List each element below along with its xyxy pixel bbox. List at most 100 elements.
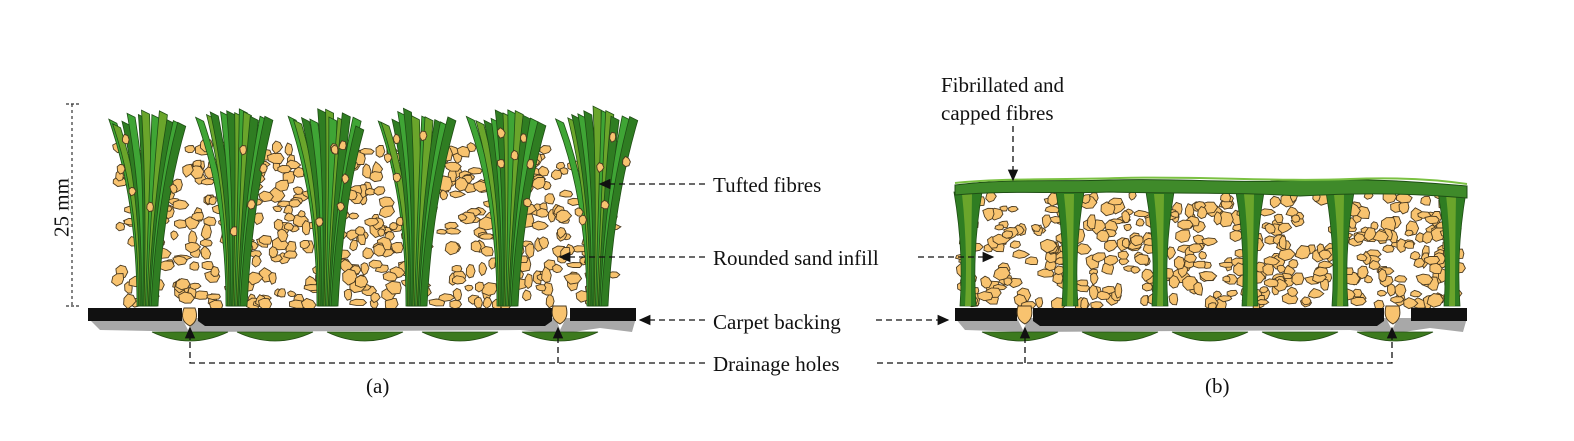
sand-b-grain — [1307, 287, 1325, 299]
fibre-column-highlight — [1244, 194, 1254, 306]
sand-b-grain — [1168, 274, 1181, 289]
sand-a-grain — [184, 241, 202, 254]
dimension-label: 25 mm — [49, 178, 74, 237]
fibre-column-highlight — [1154, 194, 1164, 306]
sand-b-grain — [1277, 222, 1293, 234]
sand-b-grain — [1218, 261, 1234, 268]
sand-b-grain — [1312, 266, 1329, 277]
sand-a-caught — [578, 214, 587, 226]
sand-b-grain — [1370, 221, 1379, 231]
carpet-backing-label: Carpet backing — [713, 310, 841, 334]
sand-b-grain — [1291, 272, 1305, 286]
sand-b-grain — [1076, 243, 1092, 255]
sand-b-grain — [1012, 249, 1031, 259]
sand-b-grain — [1192, 234, 1206, 245]
fibrillated-label-line2: capped fibres — [941, 101, 1054, 125]
sand-a-caught — [496, 127, 506, 139]
sand-a-grain — [544, 193, 556, 205]
drain-plug-b2 — [1384, 305, 1401, 325]
sand-b-grain — [1350, 296, 1367, 307]
sand-a-grain — [189, 261, 200, 271]
sand-b-grain — [1368, 259, 1381, 270]
sand-a-grain — [541, 266, 552, 283]
sand-b-grain — [1123, 223, 1132, 232]
fibre-column-highlight — [1064, 194, 1074, 306]
sand-b-grain — [1404, 229, 1414, 237]
sand-a-grain — [258, 190, 274, 203]
sand-a-grain — [190, 212, 204, 221]
sand-b-grain — [1117, 250, 1130, 260]
sand-b-grain — [1277, 247, 1297, 262]
sand-b-grain — [1286, 286, 1299, 297]
sand-b-grain — [1121, 237, 1130, 248]
sand-b-grain — [1291, 214, 1301, 223]
sand-a-grain — [189, 282, 202, 290]
sand-a-grain — [172, 199, 190, 210]
sand-a-grain — [373, 186, 386, 196]
sand-a-grain — [563, 273, 583, 285]
sand-a-grain — [273, 218, 284, 231]
sand-b-grain — [1201, 237, 1218, 247]
sand-b-grain — [1173, 255, 1186, 270]
sand-b-grain — [1175, 229, 1191, 243]
sand-a-grain — [479, 233, 495, 240]
sand-a-grain — [199, 238, 213, 247]
sand-b-grain — [1423, 255, 1441, 265]
sand-a-grain — [449, 190, 467, 199]
sand-b-grain — [1403, 297, 1419, 310]
sand-a-grain — [251, 254, 262, 268]
sand-a-grain — [200, 178, 215, 186]
sand-b-grain — [1140, 295, 1149, 306]
sand-a-caught — [393, 133, 401, 145]
sand-b-grain — [1269, 195, 1282, 209]
sand-a-grain — [445, 227, 462, 235]
sand-a-caught — [392, 172, 402, 183]
sand-a-grain — [111, 273, 125, 287]
sand-a-grain — [355, 226, 366, 236]
drainage-leader-a — [189, 330, 705, 364]
sand-b-grain — [1413, 257, 1426, 268]
sand-b-grain — [1054, 265, 1066, 276]
sand-a-caught — [574, 207, 584, 217]
sand-b-grain — [999, 205, 1008, 212]
sand-a-grain — [560, 247, 571, 260]
sand-a-grain — [559, 189, 574, 198]
ground-bump — [236, 331, 314, 342]
sand-b-grain — [1285, 206, 1299, 217]
panel-a-caption: (a) — [366, 374, 390, 398]
sand-b-grain — [1356, 253, 1368, 262]
sand-b-grain — [1086, 214, 1096, 230]
sand-a-caught — [622, 155, 631, 168]
sand-b-grain — [1213, 211, 1222, 226]
sand-b-grain — [1396, 238, 1407, 254]
sand-a-grain — [470, 240, 482, 253]
sand-a-caught — [600, 199, 610, 210]
sand-b-grain — [1192, 260, 1206, 269]
sand-a-grain — [299, 239, 311, 250]
sand-b-grain — [1426, 293, 1445, 308]
sand-a-grain — [355, 274, 369, 288]
sand-a-grain — [292, 166, 305, 178]
sand-a-grain — [545, 293, 555, 309]
backing-black-a1 — [88, 308, 182, 321]
drainage-leader-b — [877, 330, 1393, 364]
sand-b-grain — [1278, 235, 1287, 250]
sand-a-caught — [122, 133, 130, 145]
ground-bump — [1171, 331, 1249, 342]
sand-b-grain — [1262, 263, 1275, 276]
sand-a-grain — [467, 167, 483, 175]
sand-a-grain — [123, 293, 137, 310]
sand-a-grain — [292, 186, 304, 195]
sand-b-grain — [1090, 272, 1099, 286]
sand-a-grain — [284, 212, 296, 222]
sand-a-grain — [449, 299, 463, 310]
fibre-blade — [510, 121, 547, 307]
sand-a-caught — [330, 144, 339, 155]
fibre-column-highlight — [1334, 194, 1344, 306]
sand-a-grain — [488, 257, 497, 270]
sand-a-grain — [382, 271, 398, 282]
ground-bump — [1261, 331, 1339, 342]
sand-a-grain — [370, 291, 381, 304]
sand-b-grain — [1276, 264, 1286, 274]
sand-a-grain — [451, 275, 467, 285]
